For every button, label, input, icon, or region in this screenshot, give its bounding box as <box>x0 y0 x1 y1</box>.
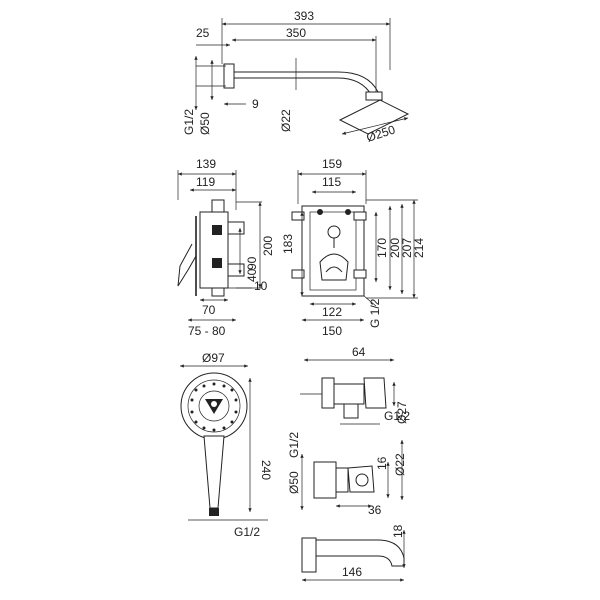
dim-40: 40 <box>245 268 259 282</box>
dim-90: 90 <box>245 256 259 270</box>
dim-183: 183 <box>281 234 295 254</box>
dim-214: 214 <box>412 238 426 258</box>
dim-9: 9 <box>252 97 259 111</box>
dim-arm-dia: Ø22 <box>279 109 293 132</box>
dim-flange-dia: Ø50 <box>198 112 212 135</box>
dim-outlet-dia27: Ø27 <box>395 401 409 424</box>
dim-240: 240 <box>259 460 273 480</box>
nozzle-dots <box>190 382 238 432</box>
dim-18: 18 <box>391 524 405 538</box>
dim-150: 150 <box>322 324 342 338</box>
shower-arm-drawing: 393 350 25 G1/2 Ø50 9 Ø22 Ø250 <box>182 9 410 145</box>
dim-200-front: 200 <box>388 238 402 258</box>
dim-outlet-thread: G1/2 <box>384 409 410 423</box>
dim-hand-head-dia: Ø97 <box>202 351 225 365</box>
dim-115: 115 <box>322 175 341 189</box>
mixer-side-drawing: 139 119 200 90 40 10 70 75 - 80 <box>177 157 275 338</box>
dim-10: 10 <box>254 279 268 293</box>
spout-drawing: 18 146 <box>301 524 406 582</box>
dim-64: 64 <box>352 345 366 359</box>
dim-170: 170 <box>375 238 389 258</box>
dim-outlet-dia22: Ø22 <box>393 453 407 476</box>
dim-36: 36 <box>368 503 382 517</box>
dim-122: 122 <box>322 305 342 319</box>
dim-207: 207 <box>400 238 414 258</box>
dim-146: 146 <box>342 565 362 579</box>
dim-16: 16 <box>375 456 389 470</box>
dim-139: 139 <box>196 157 216 171</box>
dim-thread-arm: G1/2 <box>182 109 196 135</box>
dim-range: 75 - 80 <box>188 324 226 338</box>
dim-119: 119 <box>196 175 215 189</box>
wall-outlet-drawing: 64 Ø27 G1/2 Ø50 G1/2 16 Ø22 36 <box>287 345 410 517</box>
hand-shower-drawing: Ø97 240 G1/2 <box>180 351 273 539</box>
dim-70: 70 <box>202 303 216 317</box>
dim-outlet-flange: Ø50 <box>287 471 301 494</box>
dim-hand-thread: G1/2 <box>234 525 260 539</box>
dim-200-side: 200 <box>261 236 275 256</box>
dim-outlet-thread2: G1/2 <box>287 432 301 458</box>
mixer-front-drawing: 159 115 183 170 200 207 214 122 150 <box>281 157 426 338</box>
dim-25: 25 <box>196 26 210 40</box>
dim-393: 393 <box>294 9 314 23</box>
dim-159: 159 <box>322 157 342 171</box>
dim-thread-front: G 1/2 <box>368 298 382 328</box>
dim-350: 350 <box>286 26 306 40</box>
